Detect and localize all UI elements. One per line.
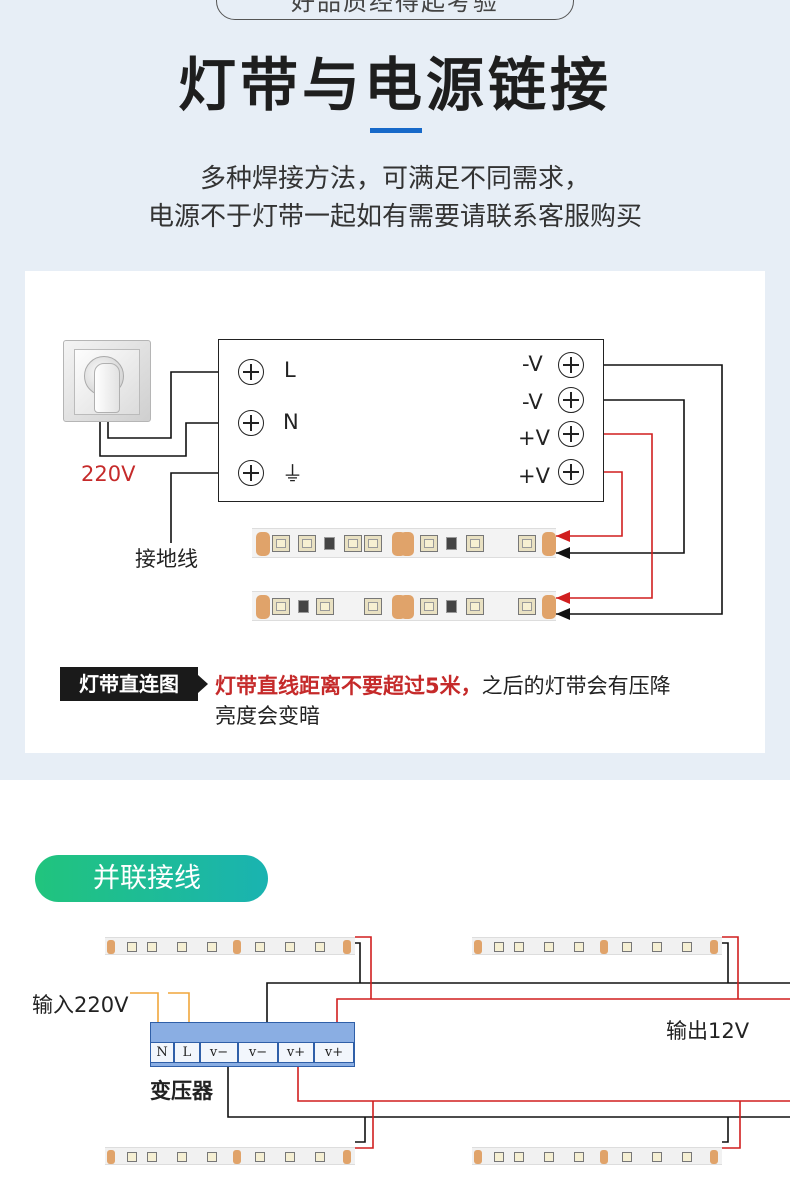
page-title: 灯带与电源链接 — [177, 51, 612, 119]
terminal-L-icon — [238, 359, 264, 385]
terminal-neg-2-icon — [558, 387, 584, 413]
input-voltage-label: 输入220V — [32, 993, 129, 1017]
terminal-ground-icon — [238, 460, 264, 486]
subtitle-line-1: 多种焊接方法，可满足不同需求， — [199, 164, 590, 194]
led-strip-2 — [252, 591, 556, 621]
terminal-pos-2-icon — [558, 459, 584, 485]
transformer-terminal-neg-1: v− — [200, 1042, 238, 1063]
terminal-N-icon — [238, 410, 264, 436]
diagram1-wires — [99, 364, 723, 620]
led-strip-top-right — [472, 937, 722, 955]
transformer-terminal-L: L — [174, 1042, 200, 1063]
terminal-label-pos-2: +V — [518, 464, 550, 488]
terminal-neg-1-icon — [558, 352, 584, 378]
led-strip-bottom-right — [472, 1147, 722, 1165]
plug-icon — [94, 363, 120, 413]
note-warning-text: 灯带直线距离不要超过5米， — [215, 674, 482, 698]
terminal-label-ground: ⏚ — [282, 462, 303, 486]
transformer-terminal-neg-2: v− — [238, 1042, 278, 1063]
output-voltage-label: 输出12V — [666, 1019, 750, 1043]
parallel-wiring-badge: 并联接线 — [35, 855, 268, 902]
transformer-label: 变压器 — [150, 1079, 213, 1103]
terminal-label-N: N — [283, 410, 299, 434]
note-tag: 灯带直连图 — [60, 667, 198, 701]
transformer-terminals: N L v− v− v+ v+ — [150, 1042, 354, 1063]
led-strip-bottom-left — [105, 1147, 355, 1165]
led-strip-1 — [252, 528, 556, 558]
terminal-label-pos-1: +V — [518, 426, 550, 450]
terminal-label-neg-2: -V — [522, 390, 543, 414]
terminal-label-neg-1: -V — [522, 352, 543, 376]
transformer-terminal-pos-1: v+ — [278, 1042, 314, 1063]
power-supply-box — [218, 339, 604, 502]
led-strip-top-left — [105, 937, 355, 955]
terminal-pos-1-icon — [558, 421, 584, 447]
arrowheads — [556, 530, 570, 620]
terminal-label-L: L — [284, 358, 296, 382]
transformer-terminal-N: N — [150, 1042, 174, 1063]
note-line-1: 灯带直线距离不要超过5米，之后的灯带会有压降 — [215, 670, 671, 700]
diagram2-wires — [130, 936, 790, 1149]
transformer-terminal-pos-2: v+ — [314, 1042, 354, 1063]
subtitle-line-2: 电源不于灯带一起如有需要请联系客服购买 — [147, 202, 642, 232]
voltage-label: 220V — [81, 462, 136, 486]
note-text: 之后的灯带会有压降 — [481, 674, 671, 698]
wall-socket-image — [63, 340, 151, 422]
ground-label: 接地线 — [135, 547, 198, 571]
title-underline — [370, 128, 422, 133]
note-line-2: 亮度会变暗 — [215, 704, 320, 728]
note-tag-pointer — [198, 675, 208, 693]
